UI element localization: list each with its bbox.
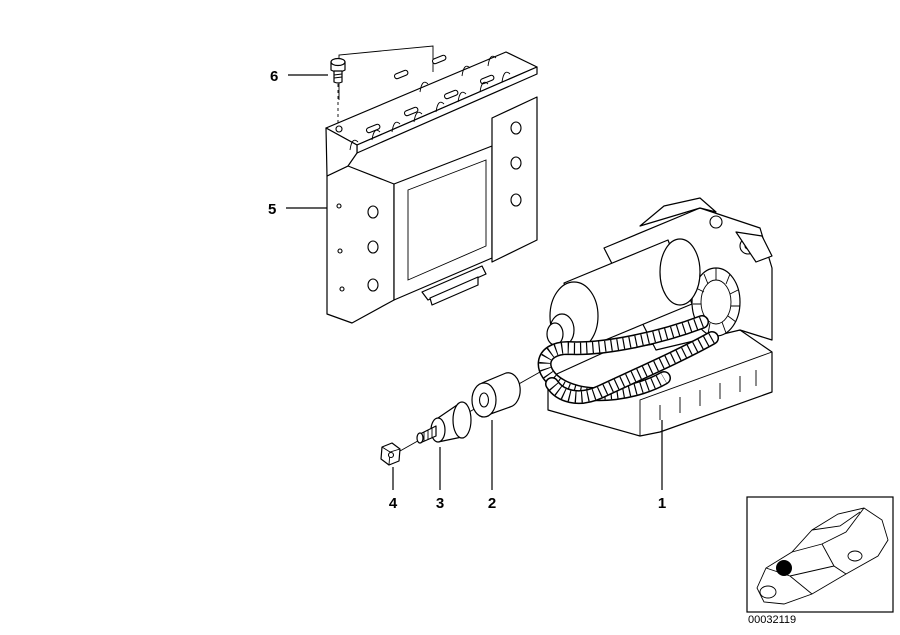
callout-3: 3 [436,495,444,512]
mounting-stud-part-3 [416,401,472,444]
hydraulic-unit-part-1 [537,197,773,437]
callout-4: 4 [389,495,398,512]
diagram-id: 00032119 [748,614,796,626]
callout-2: 2 [488,495,496,512]
callout-1: 1 [658,495,666,512]
bracket-control-unit-part-5 [325,51,538,324]
rubber-mount-part-2 [471,372,521,418]
car-location-thumbnail-icon [746,496,894,613]
nut-part-4 [380,442,401,466]
callout-6: 6 [270,68,278,85]
callout-5: 5 [268,201,276,218]
